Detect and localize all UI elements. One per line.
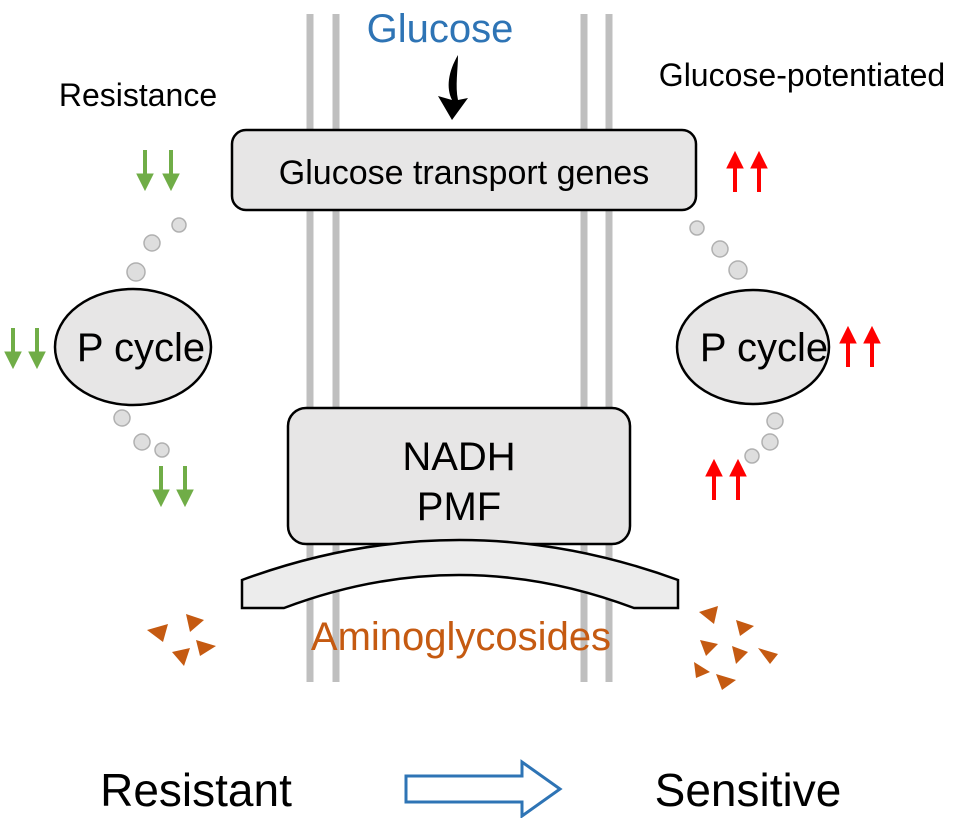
energy-line1: NADH [402,435,515,479]
right-cycle-dots [689,220,784,464]
down-arrows-left-cycle-icon [3,326,47,370]
resistant-label: Resistant [100,764,292,816]
sensitive-label: Sensitive [655,764,842,816]
up-arrows-transport-icon [725,150,769,194]
right-p-cycle-label: P cycle [700,326,828,370]
down-arrows-transport-icon [135,148,181,192]
aminoglycosides-label: Aminoglycosides [311,615,611,659]
glucose-transport-box [230,128,698,212]
glucose-arrow-icon [438,55,468,120]
left-drug-particles-icon [147,614,216,666]
glucose-transport-label: Glucose transport genes [279,154,649,192]
left-p-cycle-label: P cycle [77,326,205,370]
flow-arrow-icon [404,759,563,819]
uptake-arc [240,538,680,610]
right-header: Glucose-potentiated [659,57,945,93]
up-arrows-right-cycle-icon [838,325,882,369]
right-p-cycle [675,288,831,406]
energy-line2: PMF [417,485,501,529]
left-header: Resistance [59,77,217,113]
glucose-label: Glucose [367,7,514,51]
left-p-cycle [53,287,213,407]
right-drug-particles-icon [694,606,778,690]
down-arrows-lower-left-icon [151,464,195,508]
left-cycle-dots [113,217,187,458]
up-arrows-lower-right-icon [704,458,748,502]
